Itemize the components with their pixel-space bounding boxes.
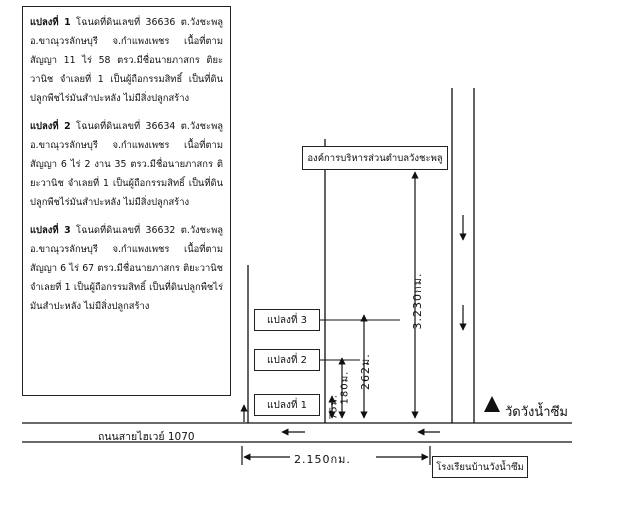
highway-label: ถนนสายไฮเวย์ 1070 xyxy=(98,431,195,443)
plot-3-text: โฉนดที่ดินเลขที่ 36632 ต.วังชะพลู อ.ขาณุ… xyxy=(30,225,223,312)
plot-description-box: แปลงที่ 1 โฉนดที่ดินเลขที่ 36636 ต.วังชะ… xyxy=(22,6,231,396)
plot-3-description: แปลงที่ 3 โฉนดที่ดินเลขที่ 36632 ต.วังชะ… xyxy=(30,221,223,316)
dim-2150-label: 2.150กม. xyxy=(294,453,351,466)
plot-1-heading: แปลงที่ 1 xyxy=(30,17,71,28)
temple-icon xyxy=(484,396,500,412)
plot-1-label: แปลงที่ 1 xyxy=(254,394,320,416)
plot-2-description: แปลงที่ 2 โฉนดที่ดินเลขที่ 36634 ต.วังชะ… xyxy=(30,117,223,212)
dim-3230-label: 3.230กม. xyxy=(411,272,424,330)
dim-75-label: 75ม. xyxy=(328,394,340,420)
plot-1-text: โฉนดที่ดินเลขที่ 36636 ต.วังชะพลู อ.ขาณุ… xyxy=(30,17,223,104)
plot-3-label: แปลงที่ 3 xyxy=(254,309,320,331)
tambon-office-label: องค์การบริหารส่วนตำบลวังชะพลู xyxy=(302,146,448,170)
plot-3-heading: แปลงที่ 3 xyxy=(30,225,71,236)
plot-1-description: แปลงที่ 1 โฉนดที่ดินเลขที่ 36636 ต.วังชะ… xyxy=(30,13,223,108)
plot-2-heading: แปลงที่ 2 xyxy=(30,121,71,132)
school-label: โรงเรียนบ้านวังน้ำซึม xyxy=(432,456,528,478)
plot-2-text: โฉนดที่ดินเลขที่ 36634 ต.วังชะพลู อ.ขาณุ… xyxy=(30,121,223,208)
plot-2-label: แปลงที่ 2 xyxy=(254,349,320,371)
dim-262-label: 262ม. xyxy=(359,353,372,390)
temple-label: วัดวังน้ำซึม xyxy=(505,405,568,420)
